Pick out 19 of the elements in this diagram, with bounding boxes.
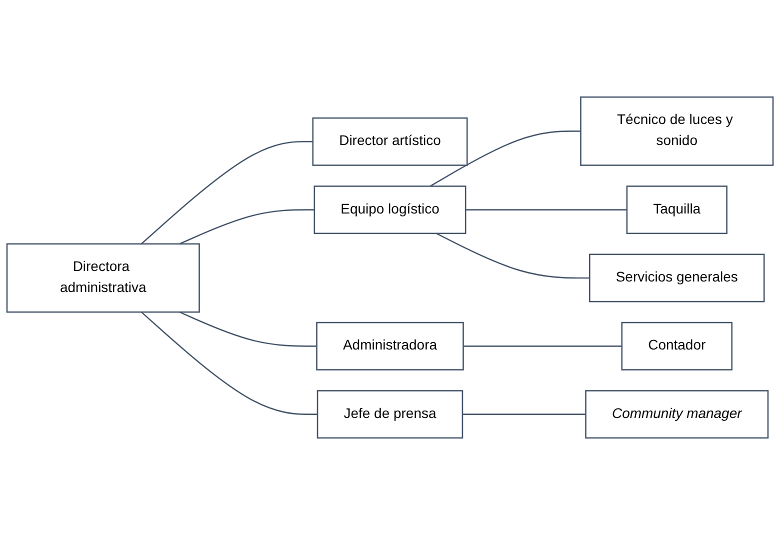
connector <box>466 209 627 210</box>
node-box: Servicios generales <box>588 254 765 302</box>
node-box: Contador <box>621 322 732 370</box>
node-box: Técnico de luces y sonido <box>580 96 774 166</box>
node-box: Equipo logístico <box>314 186 466 234</box>
node-box: Jefe de prensa <box>316 390 464 439</box>
connector <box>140 312 318 415</box>
connector <box>179 209 314 244</box>
node-box: Directora administrativa <box>6 243 200 313</box>
connector <box>179 311 317 347</box>
node-box: Community manager <box>585 390 769 439</box>
connector <box>430 130 581 187</box>
node-box: Taquilla <box>626 186 728 234</box>
node-box: Director artístico <box>312 117 468 166</box>
connector <box>436 232 590 279</box>
connector <box>462 414 586 415</box>
connector <box>140 141 313 244</box>
connector <box>463 346 622 347</box>
node-box: Administradora <box>316 322 464 370</box>
